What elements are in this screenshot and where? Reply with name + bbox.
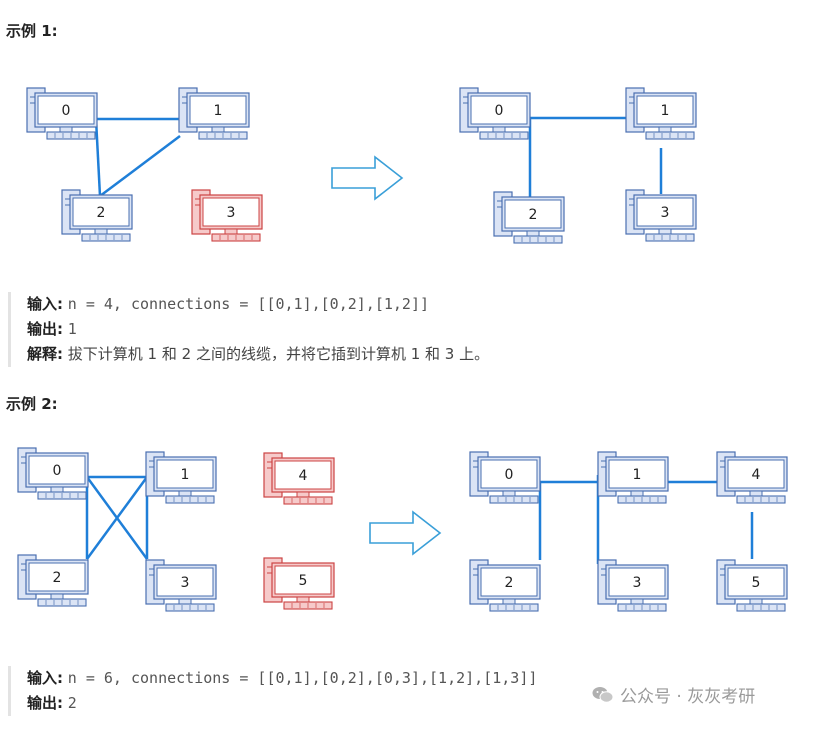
example1-before-computer-2: 2 [61,189,133,242]
example1-input-value: n = 4, connections = [[0,1],[0,2],[1,2]] [67,295,430,313]
example1-after-computers: 0 1 2 3 [459,87,697,244]
example2-transform-arrow [369,510,442,556]
example2-after-computer-0-label: 0 [505,467,514,483]
example2-before-computer-4: 4 [263,452,335,505]
example2-before-computers: 0 1 2 3 4 5 [17,447,335,612]
example2-after-computer-5: 5 [716,559,788,612]
example2-output-label: 输出: [27,694,63,712]
example1-code: 输入: n = 4, connections = [[0,1],[0,2],[1… [8,292,489,367]
example2-before-computer-1-label: 1 [181,467,190,483]
example1-figure: 0 1 2 3 0 1 2 3 [26,87,697,244]
example2-figure: 0 1 2 3 4 5 0 1 2 3 4 5 [17,447,788,612]
example2-input-label: 输入: [27,669,63,687]
example2-output-value: 2 [67,694,77,712]
example2-after-computer-3-label: 3 [633,575,642,591]
example2-after-computer-2: 2 [469,559,541,612]
example2-heading: 示例 2: [6,395,58,413]
watermark: 公众号 · 灰灰考研 [592,682,755,707]
example1-before-computer-2-label: 2 [97,205,106,221]
example2-before-computer-3-label: 3 [181,575,190,591]
example1-after-computer-1: 1 [625,87,697,140]
example1-before-computer-3-label: 3 [227,205,236,221]
example1-after-computer-2-label: 2 [529,207,538,223]
example1-before-computers: 0 1 2 3 [26,87,263,242]
example1-explain-label: 解释: [27,345,63,363]
example2-before-computer-3: 3 [145,559,217,612]
example2-before-computer-2-label: 2 [53,570,62,586]
example1-before-computer-0-label: 0 [62,103,71,119]
example2-before-computer-0: 0 [17,447,89,500]
example2-after-computer-5-label: 5 [752,575,761,591]
example2-after-computer-2-label: 2 [505,575,514,591]
example1-after-computer-2: 2 [493,191,565,244]
example1-after-computer-0-label: 0 [495,103,504,119]
example1-before-computer-1-label: 1 [214,103,223,119]
example1-after-cables [528,116,663,198]
example2-after-computer-4-label: 4 [752,467,761,483]
example1-input-label: 输入: [27,295,63,313]
example2-before-computer-4-label: 4 [299,468,308,484]
example1-after-computer-3: 3 [625,189,697,242]
example2-after-computer-0: 0 [469,451,541,504]
example2-code: 输入: n = 6, connections = [[0,1],[0,2],[0… [8,666,537,716]
example2-before-computer-2: 2 [17,554,89,607]
example1-after-computer-0: 0 [459,87,531,140]
example1-after-computer-1-label: 1 [661,103,670,119]
example1-before-cables [94,117,181,197]
example1-transform-arrow [331,155,404,201]
example2-before-computer-1: 1 [145,451,217,504]
example1-before-computer-1: 1 [178,87,250,140]
example1-explain-value: 拔下计算机 1 和 2 之间的线缆，并将它插到计算机 1 和 3 上。 [67,345,490,363]
example2-after-computer-3: 3 [597,559,669,612]
example1-after-computer-3-label: 3 [661,205,670,221]
example2-after-computers: 0 1 2 3 4 5 [469,451,788,612]
example1-before-computer-3: 3 [191,189,263,242]
example1-output-value: 1 [67,320,77,338]
example2-before-cables [85,475,149,560]
watermark-text: 公众号 · 灰灰考研 [620,687,756,707]
example1-before-computer-0: 0 [26,87,98,140]
example1-output-label: 输出: [27,320,63,338]
example2-after-computer-1: 1 [597,451,669,504]
example2-before-computer-5-label: 5 [299,573,308,589]
example2-before-computer-5: 5 [263,557,335,610]
example2-after-computer-4: 4 [716,451,788,504]
example2-input-value: n = 6, connections = [[0,1],[0,2],[0,3],… [67,669,538,687]
example1-heading: 示例 1: [6,22,58,40]
wechat-icon [592,686,614,703]
example2-after-computer-1-label: 1 [633,467,642,483]
example2-before-computer-0-label: 0 [53,463,62,479]
